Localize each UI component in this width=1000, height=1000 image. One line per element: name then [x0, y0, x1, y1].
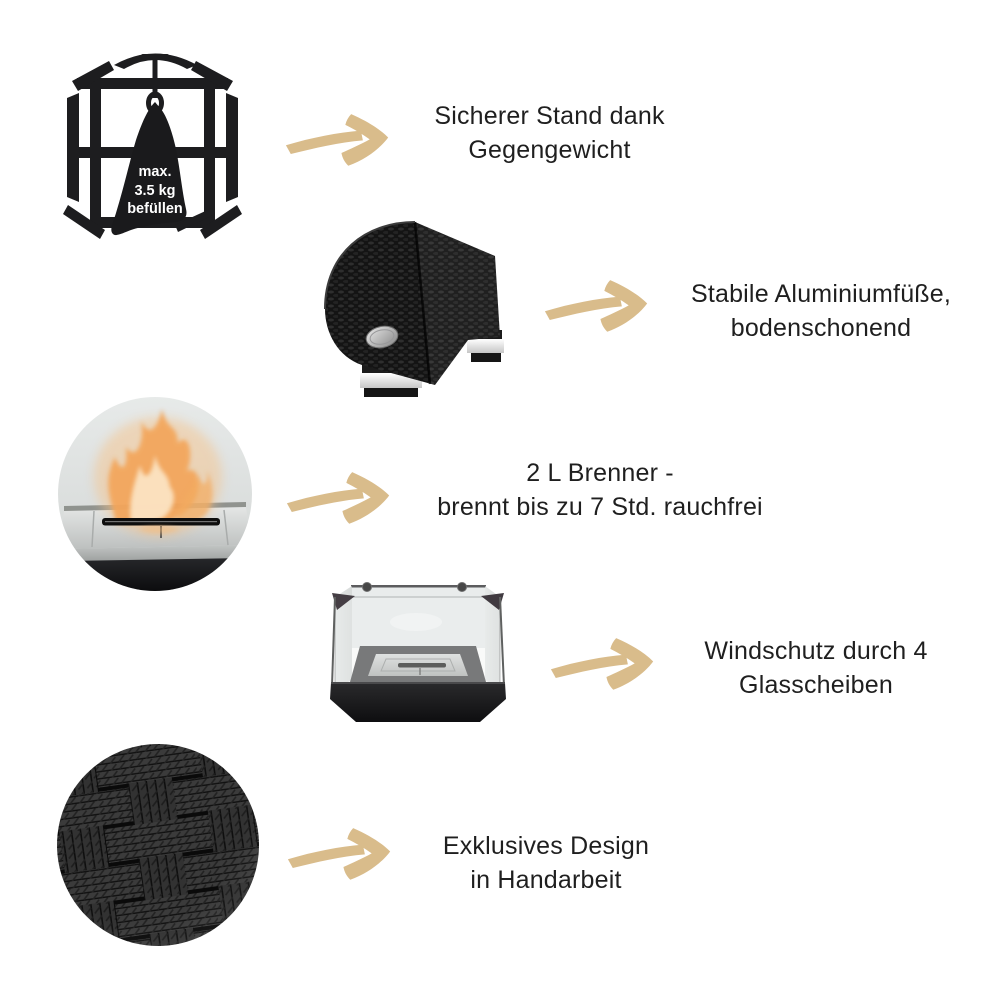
- fireplace-base: [330, 683, 506, 722]
- bag-label-line3: befüllen: [127, 201, 183, 217]
- feature-caption-line1: 2 L Brenner -: [526, 459, 674, 487]
- feature-caption-line2: bodenschonend: [730, 314, 912, 342]
- feature-caption: Windschutz durch 4 Glasscheiben: [641, 634, 991, 702]
- burner-flame-image: [58, 397, 252, 591]
- aluminium-feet-image: [324, 221, 504, 397]
- counterweight-bag-shape: [111, 102, 187, 236]
- counterweight-bag-image: max. 3.5 kg befüllen: [63, 53, 242, 239]
- arrow-right-icon: [285, 114, 389, 166]
- feature-caption: Stabile Aluminiumfüße, bodenschonend: [646, 277, 996, 345]
- glass-clip-icon: [457, 582, 467, 592]
- rattan-weave-image: [57, 744, 259, 946]
- feature-caption-line1: Windschutz durch 4: [704, 637, 928, 665]
- bag-label-line2: 3.5 kg: [134, 183, 175, 199]
- feature-caption-line2: in Handarbeit: [470, 866, 622, 894]
- feature-caption-line2: Glasscheiben: [739, 671, 893, 699]
- arrow-right-icon: [287, 828, 391, 880]
- arrow-right-icon: [544, 280, 648, 332]
- feature-caption: 2 L Brenner - brennt bis zu 7 Std. rauch…: [405, 456, 795, 524]
- brand-badge: [365, 325, 399, 349]
- glass-windshield-image: [330, 582, 506, 722]
- bag-label-line1: max.: [138, 164, 171, 180]
- arrow-right-icon: [550, 638, 654, 690]
- glass-corner-clip-icon: [481, 593, 504, 610]
- feature-caption: Sicherer Stand dank Gegengewicht: [397, 99, 702, 167]
- feature-caption-line1: Sicherer Stand dank: [434, 102, 665, 130]
- feature-caption-line1: Stabile Aluminiumfüße,: [690, 280, 952, 308]
- flame-shape: [94, 409, 222, 537]
- feature-caption-line2: brennt bis zu 7 Std. rauchfrei: [437, 493, 763, 521]
- glass-corner-clip-icon: [332, 593, 355, 610]
- feature-caption-line1: Exklusives Design: [442, 832, 650, 860]
- glass-clip-icon: [362, 582, 372, 592]
- arrow-right-icon: [286, 472, 390, 524]
- burner-slot: [398, 663, 446, 668]
- feature-caption-line2: Gegengewicht: [468, 136, 631, 164]
- feature-caption: Exklusives Design in Handarbeit: [371, 829, 721, 897]
